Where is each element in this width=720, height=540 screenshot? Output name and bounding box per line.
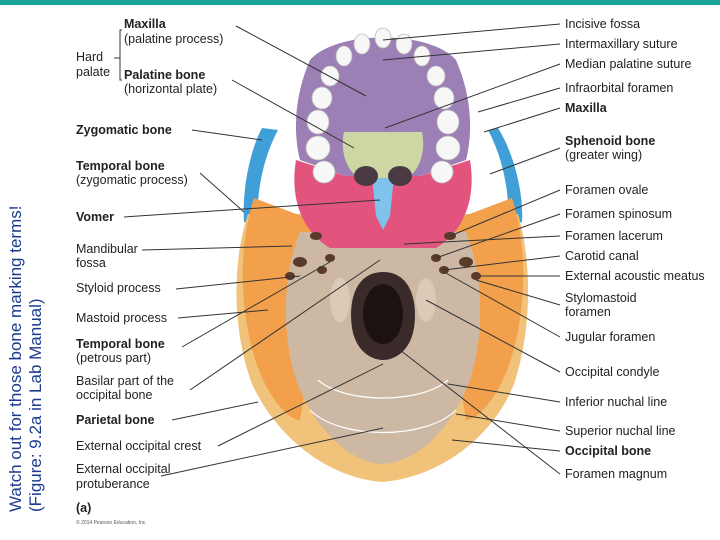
label-sphenoid-bone-sub: (greater wing) xyxy=(565,148,642,162)
teeth-row xyxy=(305,27,461,184)
label-basilar-part-2: occipital bone xyxy=(76,388,152,402)
skull-foramina xyxy=(285,232,481,280)
label-mandibular-fossa-1: Mandibular xyxy=(76,242,138,256)
zygomatic-bone-left xyxy=(243,128,278,226)
label-maxilla-left-sub: (palatine process) xyxy=(124,32,223,46)
label-temporal-bone-petrous: Temporal bone xyxy=(76,337,165,351)
label-hard-palate-1: Hard xyxy=(76,50,103,64)
label-external-occipital-protuberance-1: External occipital xyxy=(76,462,171,476)
right-label-column: Incisive fossa Intermaxillary suture Med… xyxy=(565,17,705,481)
occipital-condyle-left xyxy=(330,278,350,322)
maxilla-region xyxy=(295,37,471,176)
label-external-acoustic-meatus: External acoustic meatus xyxy=(565,269,705,283)
label-basilar-part-1: Basilar part of the xyxy=(76,374,174,388)
label-occipital-bone: Occipital bone xyxy=(565,444,651,458)
label-styloid-process: Styloid process xyxy=(76,281,161,295)
label-foramen-lacerum: Foramen lacerum xyxy=(565,229,663,243)
foramen-magnum-inner xyxy=(363,284,403,344)
label-temporal-bone-petrous-sub: (petrous part) xyxy=(76,351,151,365)
label-stylomastoid-foramen-2: foramen xyxy=(565,305,611,319)
leader-lines xyxy=(114,23,561,477)
label-maxilla-right: Maxilla xyxy=(565,101,608,115)
label-carotid-canal: Carotid canal xyxy=(565,249,639,263)
label-incisive-fossa: Incisive fossa xyxy=(565,17,640,31)
label-temporal-bone-zygomatic: Temporal bone xyxy=(76,159,165,173)
vomer-shape xyxy=(372,176,394,230)
label-jugular-foramen: Jugular foramen xyxy=(565,330,655,344)
label-median-palatine-suture: Median palatine suture xyxy=(565,57,692,71)
label-sphenoid-bone: Sphenoid bone xyxy=(565,134,655,148)
label-inferior-nuchal-line: Inferior nuchal line xyxy=(565,395,667,409)
label-external-occipital-crest: External occipital crest xyxy=(76,439,202,453)
label-palatine-bone: Palatine bone xyxy=(124,68,205,82)
label-zygomatic-bone: Zygomatic bone xyxy=(76,123,172,137)
inferior-nuchal-line-mark xyxy=(317,379,449,399)
label-stylomastoid-foramen-1: Stylomastoid xyxy=(565,291,637,305)
zygomatic-bone-right xyxy=(488,128,523,226)
label-intermaxillary-suture: Intermaxillary suture xyxy=(565,37,678,51)
label-mandibular-fossa-2: fossa xyxy=(76,256,106,270)
label-foramen-magnum: Foramen magnum xyxy=(565,467,667,481)
label-external-occipital-protuberance-2: protuberance xyxy=(76,477,150,491)
label-foramen-ovale: Foramen ovale xyxy=(565,183,648,197)
copyright-note: © 2014 Pearson Education, Inc. xyxy=(76,519,147,526)
label-palatine-bone-sub: (horizontal plate) xyxy=(124,82,217,96)
label-hard-palate-2: palate xyxy=(76,65,110,79)
label-foramen-spinosum: Foramen spinosum xyxy=(565,207,672,221)
choana-right xyxy=(388,166,412,186)
left-label-column: Maxilla (palatine process) Hard palate P… xyxy=(76,17,223,526)
label-infraorbital-foramen: Infraorbital foramen xyxy=(565,81,673,95)
label-maxilla-left: Maxilla xyxy=(124,17,167,31)
label-occipital-condyle: Occipital condyle xyxy=(565,365,660,379)
palatine-bone-region xyxy=(342,132,424,178)
label-parietal-bone: Parietal bone xyxy=(76,413,155,427)
superior-nuchal-line-mark xyxy=(309,409,457,434)
label-mastoid-process: Mastoid process xyxy=(76,311,167,325)
skull-illustration xyxy=(236,27,529,482)
label-superior-nuchal-line: Superior nuchal line xyxy=(565,424,676,438)
top-accent-rule xyxy=(0,0,720,5)
choana-left xyxy=(354,166,378,186)
label-panel-a: (a) xyxy=(76,501,91,515)
label-temporal-bone-zygomatic-sub: (zygomatic process) xyxy=(76,173,188,187)
label-vomer: Vomer xyxy=(76,210,114,224)
